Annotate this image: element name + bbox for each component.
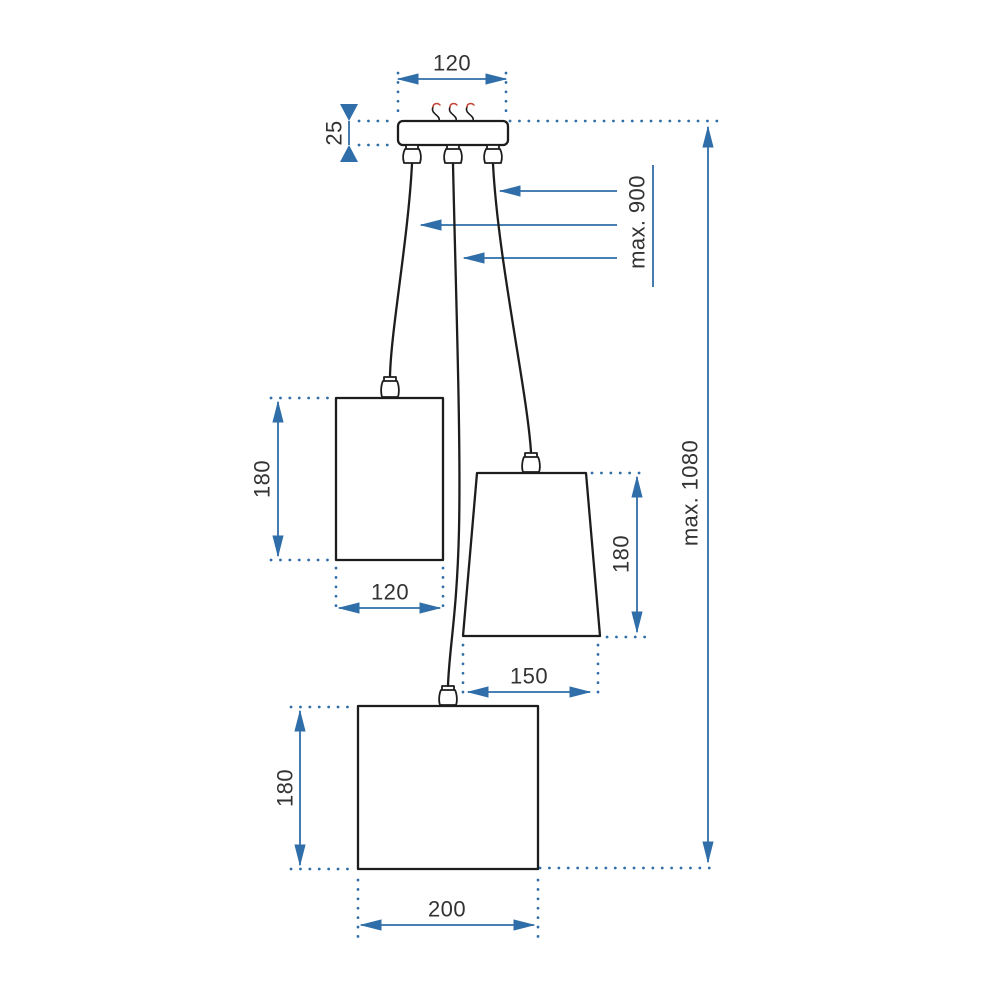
dim-canopy-height: 25 — [322, 104, 398, 162]
shade-medium-trapezoid — [461, 471, 602, 638]
lamp-socket-large-shade — [438, 685, 458, 706]
arrowhead-down — [340, 104, 358, 121]
lamp-socket-small-shade — [380, 376, 400, 398]
wire-icon — [465, 106, 474, 122]
wire-tip-icon — [449, 102, 458, 108]
cable-gland — [443, 144, 463, 164]
dim-label-shade-large-height: 180 — [273, 769, 298, 807]
dim-shade-small-height: 180 — [250, 396, 332, 562]
wire-tip-icon — [466, 102, 475, 108]
cable-gland — [402, 144, 422, 164]
ceiling-canopy — [396, 119, 510, 147]
dim-shade-large-width: 200 — [356, 878, 540, 940]
cable-left — [388, 162, 414, 378]
dim-label-canopy-width: 120 — [433, 51, 471, 76]
dim-label-shade-small-width: 120 — [371, 580, 409, 605]
shade-small-rectangle — [334, 396, 445, 562]
dim-label-cable-length: max. 900 — [625, 175, 650, 269]
cable-right — [491, 162, 533, 454]
dim-shade-medium-width: 150 — [461, 643, 600, 703]
dim-total-height: max. 1080 — [508, 119, 719, 870]
arrowhead-up — [340, 145, 358, 162]
wire-icon — [431, 106, 440, 122]
wire-tip-icon — [432, 102, 441, 108]
dim-shade-large-height: 180 — [273, 705, 352, 871]
dim-label-shade-medium-height: 180 — [609, 535, 634, 573]
cable-middle — [446, 162, 461, 688]
dim-label-total-height: max. 1080 — [678, 440, 703, 546]
shade-large-rectangle — [356, 704, 540, 871]
dim-shade-small-width: 120 — [334, 566, 445, 616]
wire-icon — [448, 106, 457, 122]
dim-label-canopy-height: 25 — [322, 120, 347, 145]
dim-canopy-width: 120 — [396, 51, 508, 120]
dim-label-shade-small-height: 180 — [250, 460, 275, 498]
dim-label-shade-large-width: 200 — [428, 897, 466, 922]
dim-label-shade-medium-width: 150 — [510, 664, 548, 689]
dim-shade-medium-height: 180 — [590, 471, 647, 639]
lamp-socket-medium-shade — [521, 452, 541, 473]
cable-glands — [402, 144, 503, 164]
cable-gland — [483, 144, 503, 164]
mains-wires — [431, 102, 475, 122]
